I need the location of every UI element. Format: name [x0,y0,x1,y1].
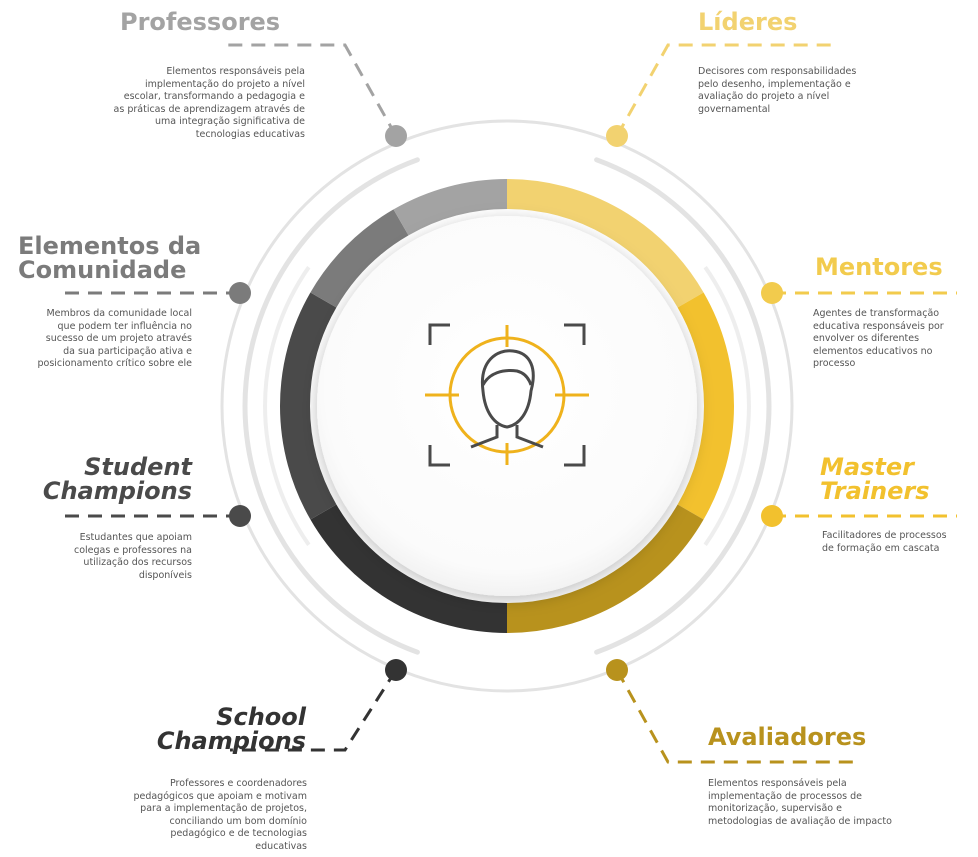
segment-mentores [677,292,734,520]
school-champions-connector [230,669,398,752]
segment-school-champions [310,504,508,633]
segment-lideres [506,179,704,308]
lideres-title: Líderes [698,8,798,36]
lideres-connector [615,43,835,137]
avaliadores-dot [606,659,628,681]
mentores-title: Mentores [815,253,943,281]
student-champions-title: Student Champions [42,453,192,505]
school-champions-title: School Champions [156,703,306,755]
avaliadores-title: Avaliadores [708,723,867,751]
segment-student-champions [280,292,337,520]
outer-rings [220,119,794,693]
student-champions-description: Estudantes que apoiam colegas e professo… [74,532,192,581]
master-trainers-title: Master Trainers [820,453,930,505]
professores-dot [385,125,407,147]
mentores-description: Agentes de transformação educativa respo… [813,308,944,369]
professores-connector [225,43,398,137]
inner-arc-left [242,157,420,655]
lideres-description: Decisores com responsabilidades pelo des… [698,66,857,115]
person-target-icon [425,323,589,467]
inner-arc-right-2 [703,266,751,546]
elementos-comunidade-title: Elementos da Comunidade [18,232,202,284]
connectors [58,43,957,764]
master-trainers-dot [761,505,783,527]
lideres-dot [606,125,628,147]
inner-arc-left-2 [263,266,311,546]
professores-description: Elementos responsáveis pela implementaçã… [113,66,305,140]
elementos-comunidade-dot [229,282,251,304]
mentores-dot [761,282,783,304]
outer-ring [220,119,794,693]
avaliadores-connector [615,669,860,764]
master-trainers-description: Facilitadores de processos de formação e… [822,530,947,554]
ring-segments [280,179,734,633]
school-champions-dot [385,659,407,681]
school-champions-description: Professores e coordenadores pedagógicos … [133,778,307,852]
segment-avaliadores [506,504,704,633]
inner-arc-right [594,157,772,655]
segment-professores [393,179,508,236]
segment-elementos-comunidade [310,209,409,308]
professores-title: Professores [120,8,281,36]
student-champions-dot [229,505,251,527]
avaliadores-description: Elementos responsáveis pela implementaçã… [708,778,892,827]
elementos-comunidade-description: Membros da comunidade local que podem te… [37,308,193,369]
node-dots [229,125,783,681]
